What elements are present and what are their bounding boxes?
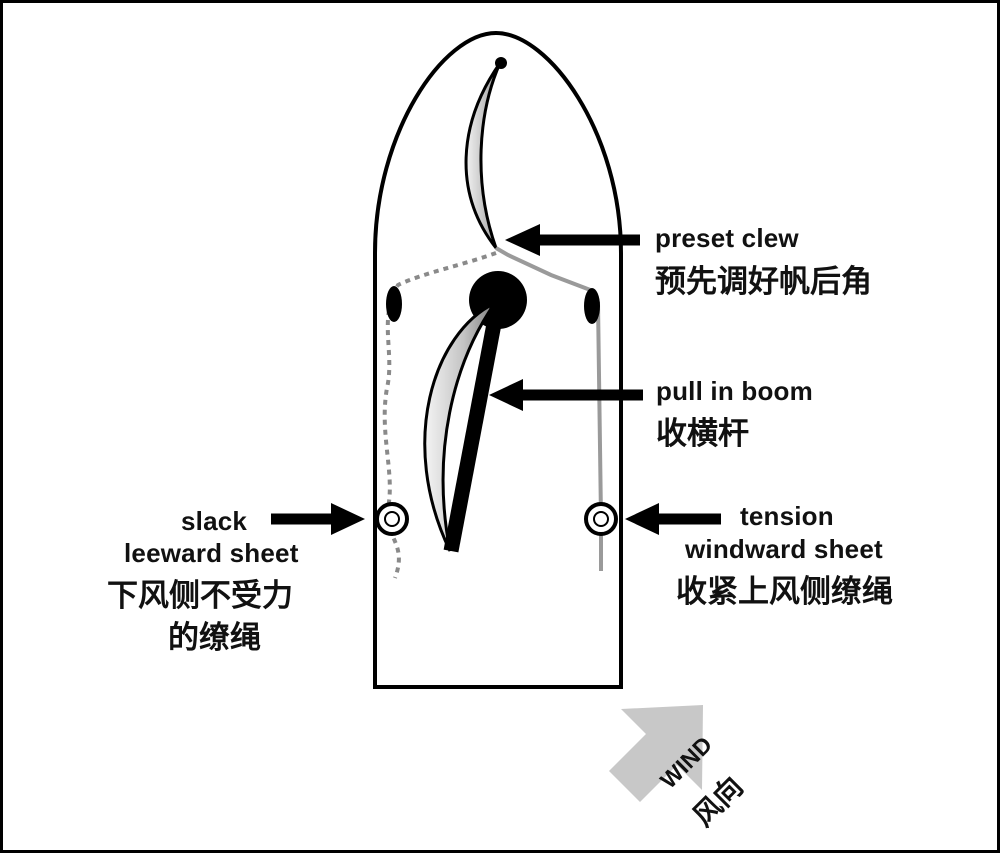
jib-sail: [464, 62, 502, 249]
main-sail: [423, 299, 500, 552]
boom: [443, 306, 505, 553]
slack-label-zh-2: 的缭绳: [168, 620, 261, 656]
windward-sheet-label: windward sheet: [685, 534, 883, 564]
leeward-winch: [375, 502, 409, 536]
slack-label-zh: 下风侧不受力: [107, 578, 293, 614]
arrow-pull-boom: [489, 379, 643, 411]
arrow-tension-sheet: [625, 503, 721, 535]
hull-outline: [373, 30, 623, 689]
slack-label: slack: [181, 506, 248, 536]
jib-head: [495, 57, 507, 69]
arrow-slack-sheet: [271, 503, 365, 535]
boat-diagram: [271, 30, 721, 802]
tension-label-zh: 收紧上风侧缭绳: [676, 574, 893, 610]
tension-label: tension: [740, 501, 834, 531]
preset-clew-label: preset clew: [655, 223, 799, 253]
jib-sheet: [494, 246, 594, 293]
leeward-sheet: [382, 251, 497, 579]
pull-boom-label-zh: 收横杆: [656, 416, 749, 452]
leeward-sheet-label: leeward sheet: [124, 538, 299, 568]
starboard-fairlead: [584, 288, 600, 324]
pull-boom-label: pull in boom: [656, 376, 813, 406]
preset-clew-label-zh: 预先调好帆后角: [655, 264, 872, 300]
windward-winch: [584, 502, 618, 536]
port-fairlead: [386, 286, 402, 322]
wind-arrow: [609, 705, 703, 802]
arrow-preset-clew: [505, 224, 640, 256]
